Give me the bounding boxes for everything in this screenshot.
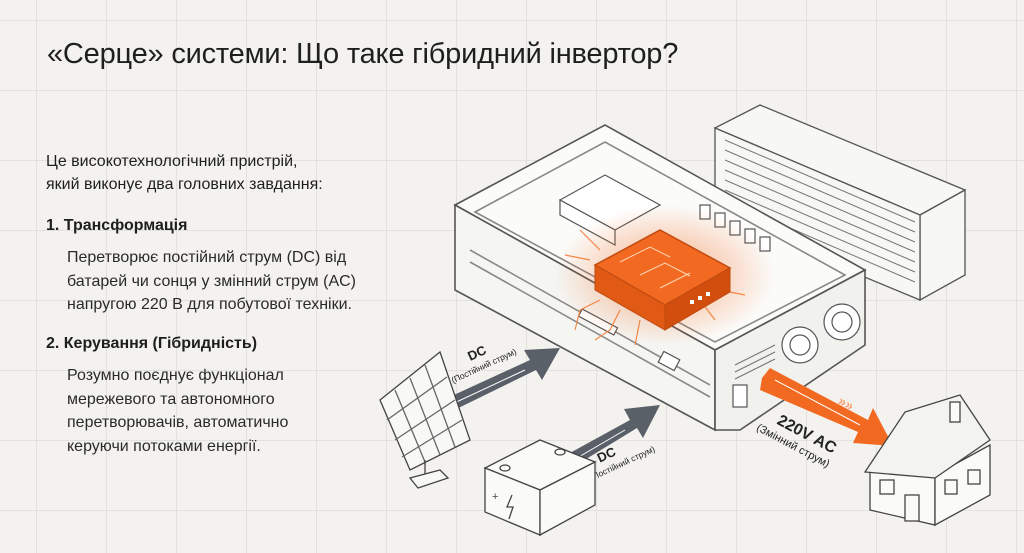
intro-text: Це високотехнологічний пристрій, який ви… — [46, 150, 323, 196]
text-line: керуючи потоками енергії. — [67, 437, 261, 455]
solar-panel-icon — [379, 350, 471, 489]
power-switch-icon — [732, 384, 748, 408]
slide-title: «Серце» системи: Що таке гібридний інвер… — [47, 38, 679, 70]
battery-dc-label: DC — [595, 444, 619, 466]
solar-dc-label: DC — [465, 342, 489, 364]
text-line: Перетворює постійний струм (DC) від — [67, 249, 347, 266]
text-line: мережевого та автономного — [67, 390, 275, 408]
intro-line: Це високотехнологічний пристрій, — [46, 153, 298, 170]
section-heading-transformation: 1. Трансформація — [46, 217, 188, 234]
section-text-transformation: Перетворює постійний струм (DC) від бата… — [67, 246, 356, 317]
svg-text:+: + — [492, 491, 498, 503]
text-line: Розумно поєднує функціонал — [67, 367, 284, 384]
text-line: напругою 220 В для побутової техніки. — [67, 296, 352, 313]
text-line: перетворювачів, автоматично — [67, 414, 289, 431]
intro-line: який виконує два головних завдання: — [46, 176, 323, 193]
front-panel — [732, 303, 861, 408]
ac-output-arrow: »» — [760, 368, 893, 446]
dc-arrow-solar — [432, 348, 560, 418]
section-text-control: Розумно поєднує функціонал мережевого та… — [67, 364, 288, 458]
text-line: батарей чи сонця у змінний струм (AC) — [67, 272, 356, 290]
section-heading-control: 2. Керування (Гібридність) — [46, 335, 258, 352]
heatsink — [713, 104, 967, 302]
svg-text:»»: »» — [836, 392, 857, 414]
battery-icon: + — [483, 439, 597, 537]
processor-chip-icon — [593, 229, 732, 331]
house-icon — [863, 394, 991, 527]
